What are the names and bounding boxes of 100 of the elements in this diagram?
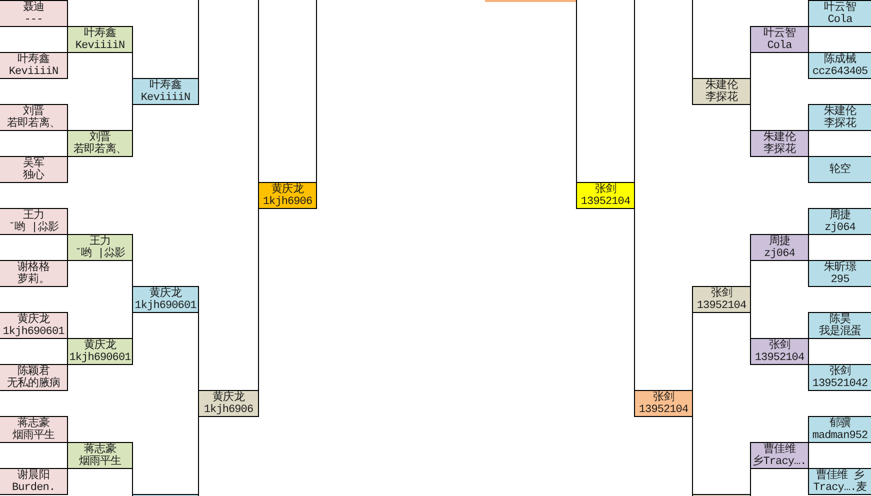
player-nickname: --- [24,14,43,26]
bracket-line [132,468,133,495]
player-nickname: Burden. [12,482,56,494]
player-cell [692,286,751,313]
player-nickname: KeviiiiN [140,92,190,104]
player-cell [67,234,133,261]
player-name: 轮空 [829,164,851,176]
bracket-line [750,312,751,339]
player-name: 吴军 [22,158,44,170]
player-cell [808,468,871,495]
player-cell [692,78,751,105]
bracket-line [132,104,133,131]
player-name: 曹佳维 [764,444,796,456]
player-nickname: ˇ哟 |尛影 [74,248,126,260]
player-name: 叶寿鑫 [150,80,182,92]
player-nickname: Tracy….麦 [813,482,867,494]
player-name: 刘晋 [22,106,44,118]
player-name: 谢晨阳 [18,470,50,482]
player-cell [808,156,871,183]
player-cell [0,416,68,443]
player-name: 朱建伦 [706,80,738,92]
player-cell [808,260,871,287]
player-nickname: zj064 [764,248,795,260]
player-name: 张剑 [710,288,732,300]
player-name: 王力 [22,210,44,222]
player-cell [132,286,199,313]
player-nickname: 1kjh6906 [262,196,312,208]
bracket-line [258,208,259,391]
player-nickname: ccz643405 [812,66,868,78]
player-cell [750,442,809,469]
player-nickname: ˇ哟 |尛影 [8,222,59,234]
player-nickname: 李探花 [706,92,738,104]
player-cell [750,234,809,261]
bracket-line [198,0,199,79]
bracket-line [576,0,577,183]
bracket-line [692,416,693,495]
player-name: 朱建伦 [824,106,856,118]
player-nickname: 萝莉。 [18,274,50,286]
player-nickname: 无私的腋病 [7,378,60,390]
player-nickname: 1kjh690601 [134,300,196,312]
player-name: 叶寿鑫 [18,54,50,66]
player-cell [67,130,133,157]
player-nickname: 乡Tracy…. [752,456,806,468]
player-nickname: 1kjh690601 [69,352,131,364]
player-name: 张剑 [652,392,674,404]
player-cell [750,130,809,157]
player-cell [67,442,133,469]
player-cell [0,364,68,391]
player-cell [258,182,317,209]
player-cell [67,26,133,53]
player-nickname: 13952104 [638,404,688,416]
player-cell [576,182,635,209]
player-name: 陈颖君 [18,366,50,378]
player-cell [750,26,809,53]
player-nickname: 独心 [22,170,44,182]
player-nickname: 李探花 [824,118,856,130]
player-cell [0,0,68,27]
player-cell [0,208,68,235]
player-name: 黄庆龙 [212,392,244,404]
bracket-line [132,260,133,287]
player-name: 朱昕璟 [824,262,856,274]
player-nickname: Cola [828,14,852,26]
player-name: 叶云智 [824,2,856,14]
player-name: 蒋志豪 [84,444,116,456]
player-cell [808,416,871,443]
player-name: 陈昊 [829,314,851,326]
player-cell [0,260,68,287]
player-cell [808,208,871,235]
player-nickname: 若即若离、 [74,144,126,156]
player-name: 蒋志豪 [18,418,50,430]
bracket-line [198,416,199,495]
player-name: 张剑 [594,184,616,196]
player-cell [634,390,693,417]
player-nickname: 若即若离、 [7,118,60,130]
player-nickname: 1kjh6906 [204,404,254,416]
player-nickname: zj064 [824,222,856,234]
player-nickname: 13952104 [696,300,746,312]
player-cell [808,312,871,339]
bracket-line [316,0,317,183]
bracket-line [750,468,751,495]
player-cell [0,468,68,495]
player-nickname: 139521042 [812,378,868,390]
player-name: 黄庆龙 [272,184,304,196]
bracket-line [750,52,751,79]
bracket-line [634,0,635,183]
bracket-line [198,312,199,391]
player-name: 陈成械 [824,54,856,66]
bracket-line [634,208,635,391]
player-name: 黄庆龙 [18,314,50,326]
player-nickname: Cola [767,40,792,52]
player-nickname: 我是混蛋 [818,326,862,338]
player-name: 郁骥 [829,418,851,430]
player-nickname: 李探花 [764,144,796,156]
player-name: 叶寿鑫 [84,28,116,40]
player-name: 叶云智 [764,28,796,40]
player-name: 黄庆龙 [84,340,116,352]
player-nickname: 烟雨平生 [78,456,122,468]
player-cell [67,338,133,365]
player-name: 黄庆龙 [150,288,182,300]
bracket-line [750,260,751,287]
